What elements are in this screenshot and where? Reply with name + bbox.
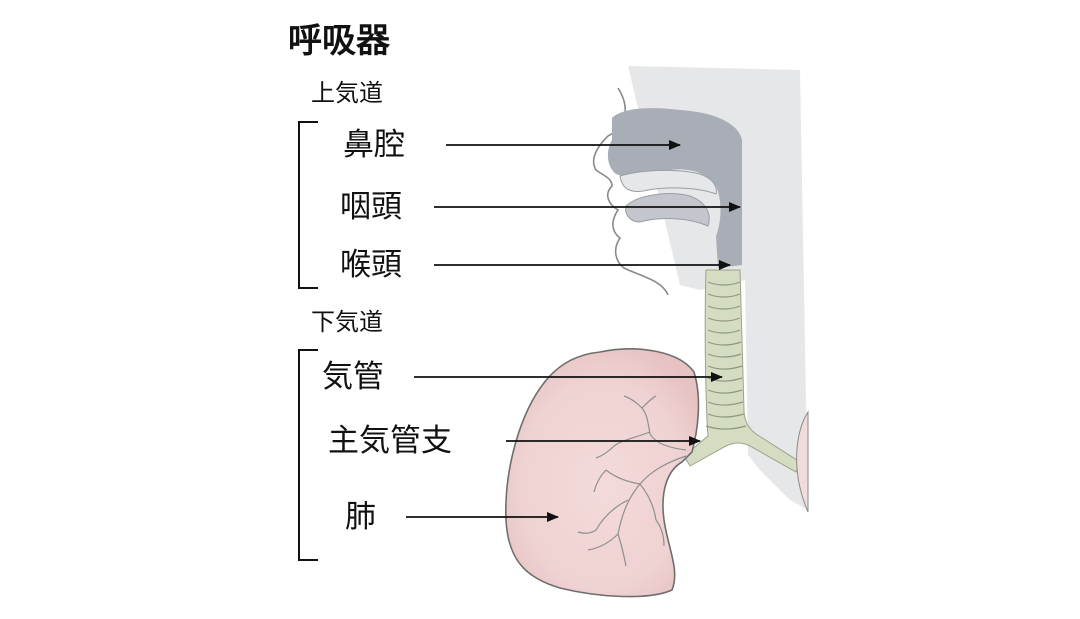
label-nasal-cavity: 鼻腔 [343, 127, 405, 163]
lower-airway-bracket [298, 349, 318, 561]
right-lung-edge [796, 410, 809, 513]
label-main-bronchus: 主気管支 [328, 423, 452, 459]
lung-shape [505, 348, 700, 598]
lower-airway-heading: 下気道 [311, 308, 383, 336]
bronchial-tree [577, 395, 687, 567]
head-profile-outline [592, 87, 669, 296]
palate-shape [619, 169, 717, 195]
trachea-shape [683, 269, 801, 473]
label-lung: 肺 [345, 499, 376, 535]
label-larynx: 喉頭 [340, 247, 402, 283]
label-pharynx: 咽頭 [340, 189, 402, 225]
nasal-cavity-shape [607, 108, 742, 268]
diagram-title: 呼吸器 [288, 21, 390, 61]
upper-airway-heading: 上気道 [311, 79, 383, 107]
upper-airway-bracket [298, 121, 318, 289]
tongue-shape [625, 193, 710, 227]
trachea-rings [705, 281, 747, 430]
label-trachea: 気管 [322, 359, 384, 395]
